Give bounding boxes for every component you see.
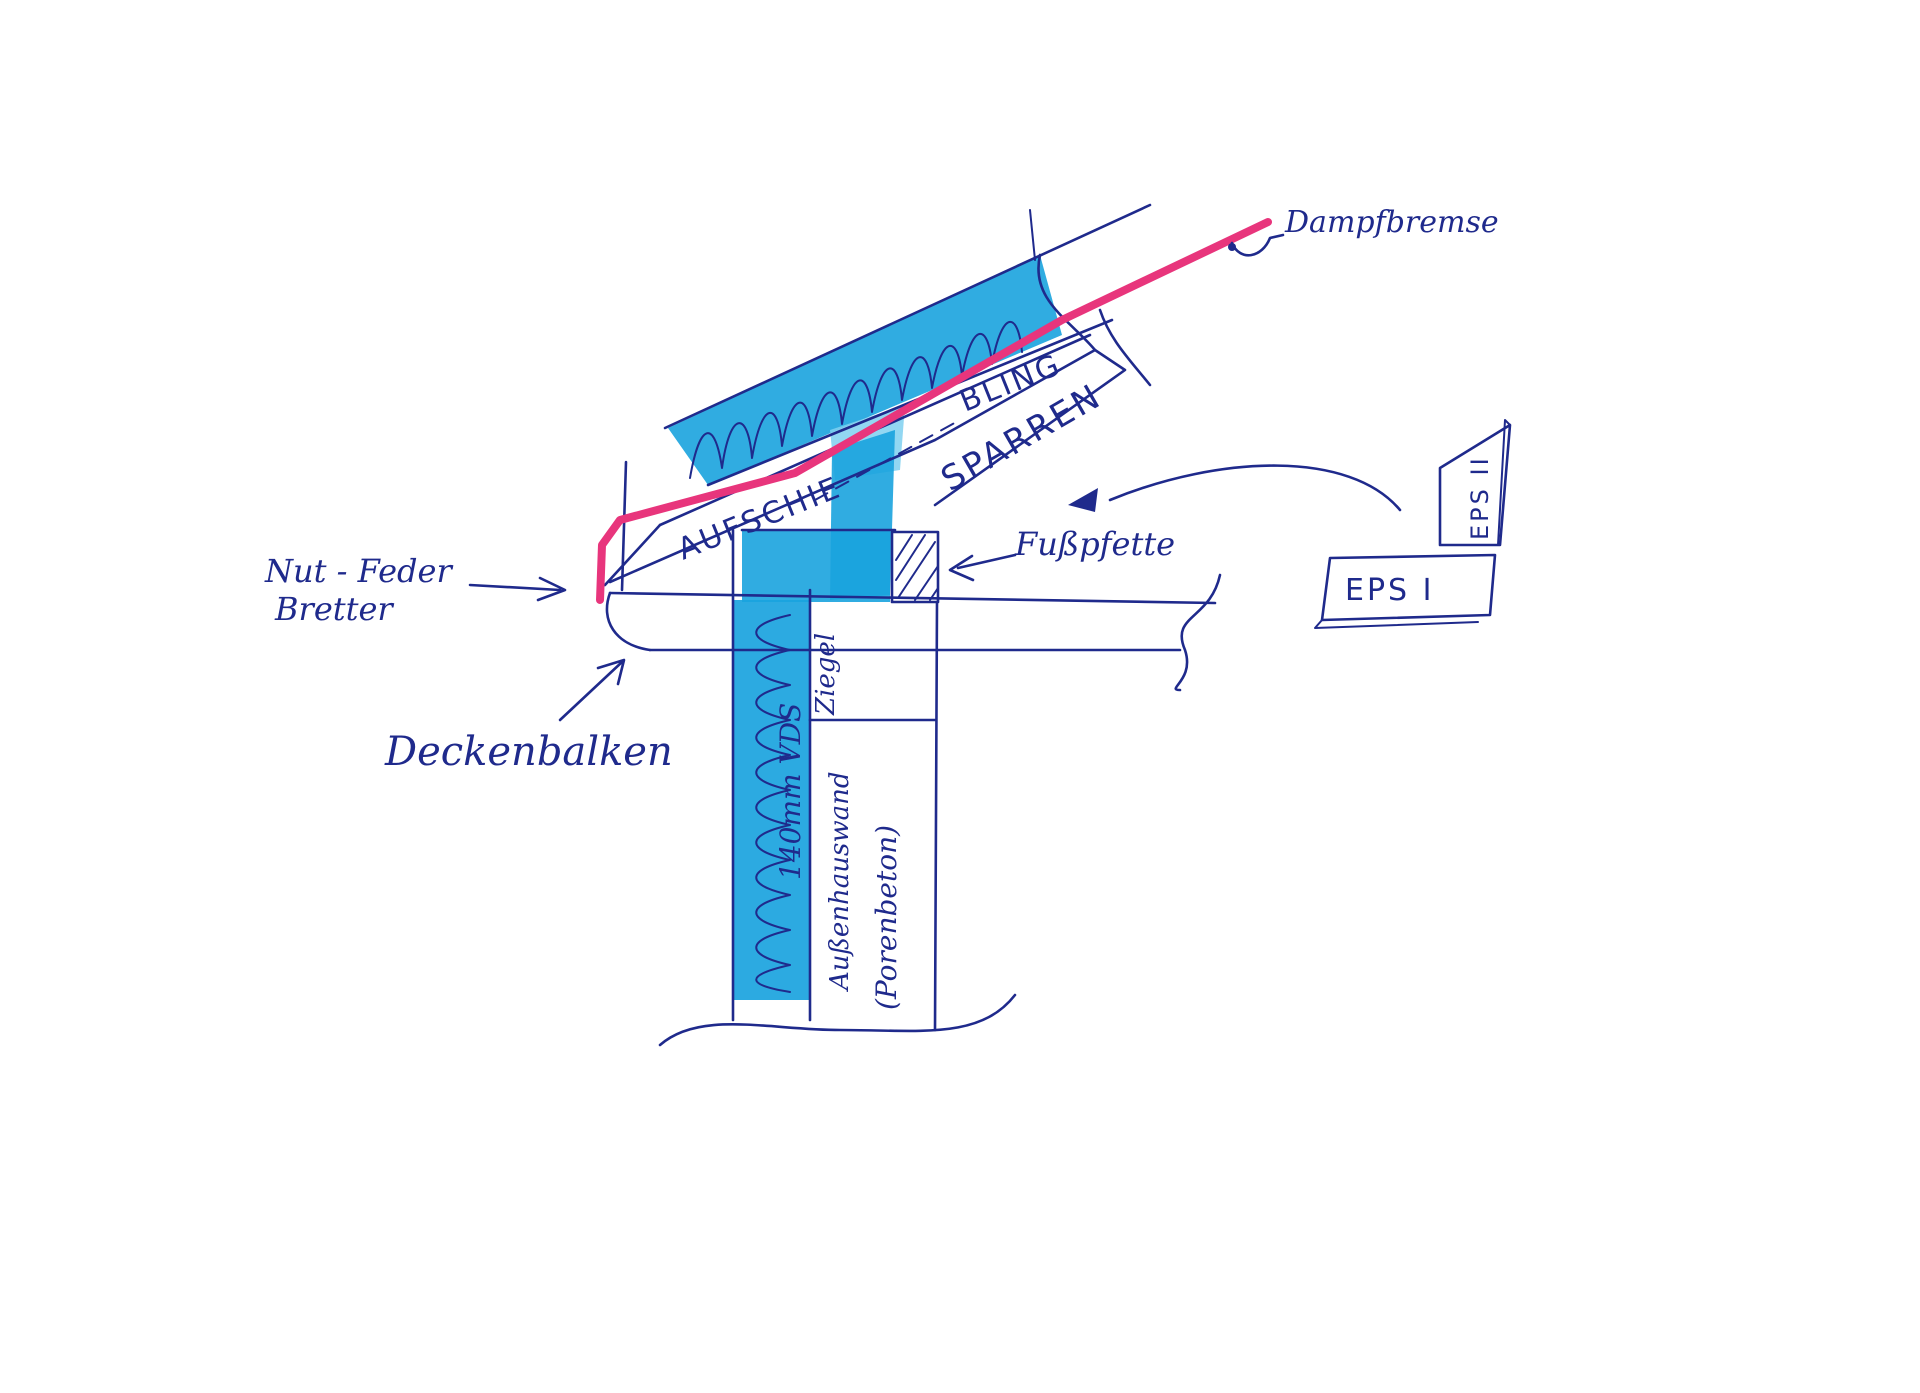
beam-end-right [1174,573,1222,692]
label-eps2: EPS II [1466,455,1494,540]
label-dampfbremse: Dampfbremse [1284,205,1499,240]
wall-inner-line [933,600,939,1032]
wall-break-line [658,993,1017,1047]
insulation-fill [668,255,1062,1000]
label-fusspfette: Fußpfette [1014,525,1175,563]
vds-insulation [733,600,810,1000]
labels: Dampfbremse AUFSCHIE BLING SPARREN Fußpf… [264,205,1499,1010]
rafter-squiggle [689,320,1023,479]
label-ziegel: Ziegel [811,633,841,716]
aufschiebling-lower [603,523,662,587]
deckenbalken [605,573,1222,692]
label-nut-feder-line2: Bretter [274,590,394,628]
eps1-block [1320,553,1497,622]
overhang-vertical [620,460,628,592]
pointer-arrows [468,233,1402,722]
roof-upper-extension [1029,209,1036,261]
label-nut-feder-line1: Nut - Feder [264,552,453,590]
eps-leader-curve [1108,464,1402,512]
nut-feder-arrow [468,576,567,602]
fusspfette-hatch [895,534,939,601]
aufschiebling-dash [814,419,961,501]
dampfbremse-line [596,218,1272,604]
crown-insulation [742,530,890,602]
label-eps1: EPS I [1345,573,1434,608]
roof-top-line [663,203,1152,430]
wall-structure [658,528,1017,1047]
eps-leader-arrowhead [1068,488,1098,512]
vds-squiggle [755,614,791,993]
fusspfette [890,530,940,604]
eps2-block-edge [1497,419,1511,546]
fusspfette-arrow [948,553,1017,582]
rafter-end-wiggle [1037,253,1097,352]
label-aussenwand-line1: Außenhauswand [825,772,855,993]
deckenbalken-arrow [558,658,626,722]
rafter-end-wiggle-2 [1098,308,1152,387]
dampfbremse-leader-dot [1228,243,1236,251]
label-vds: 140mm VDS [774,703,807,880]
insulation-squiggles [689,320,1023,993]
eps1-block-shadow [1314,619,1479,629]
rafter-insulation [668,255,1062,485]
beam-top [608,591,1217,605]
eps-inset [1314,419,1512,629]
fusspfette-box [890,530,940,604]
label-aussenwand-line2: (Porenbeton) [870,825,903,1010]
label-deckenbalken: Deckenbalken [384,729,673,775]
beam-end-left [605,591,652,652]
